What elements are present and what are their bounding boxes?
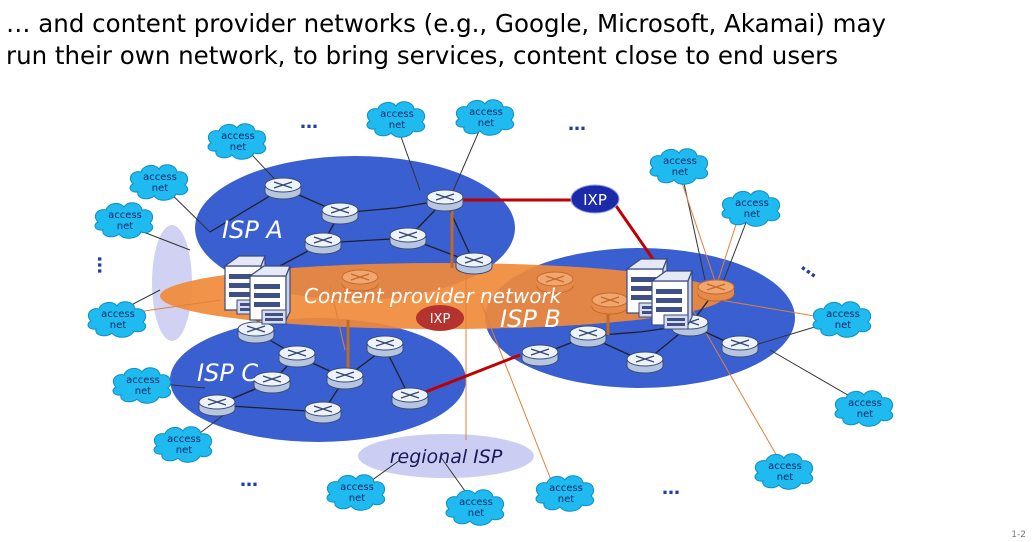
ellipsis: …: [240, 470, 258, 491]
page-number: 1-2: [1011, 530, 1026, 540]
access-net: access net: [129, 164, 189, 201]
access-net: access net: [812, 301, 872, 338]
svg-text:access: access: [469, 107, 503, 118]
access-net: access net: [455, 99, 515, 136]
svg-text:access: access: [459, 497, 493, 508]
router-isp-c-5: [326, 367, 364, 390]
access-net: access net: [366, 101, 426, 138]
svg-text:access: access: [735, 198, 769, 209]
svg-text:access: access: [380, 109, 414, 120]
ixp-top-label: IXP: [583, 191, 607, 209]
content-provider-region: [160, 263, 724, 329]
svg-text:access: access: [826, 309, 860, 320]
svg-text:net: net: [349, 493, 365, 504]
access-net: access net: [112, 367, 172, 404]
regional-isp-label: regional ISP: [390, 446, 503, 468]
svg-text:net: net: [777, 472, 793, 483]
svg-text:net: net: [744, 209, 760, 220]
ellipsis: …: [662, 478, 680, 499]
access-net: access net: [754, 453, 814, 490]
router-content-4: [591, 292, 629, 315]
svg-text:access: access: [340, 482, 374, 493]
router-isp-c-6: [198, 394, 236, 417]
isp-c-label: ISP C: [197, 359, 258, 387]
title-line-1: … and content provider networks (e.g., G…: [6, 9, 886, 38]
server-rack-right-icon: [651, 270, 693, 330]
svg-text:access: access: [549, 483, 583, 494]
svg-text:net: net: [558, 494, 574, 505]
svg-text:net: net: [835, 320, 851, 331]
svg-text:net: net: [176, 445, 192, 456]
access-net: access net: [445, 489, 505, 526]
router-isp-c-4: [253, 371, 291, 394]
lavender-region: [152, 225, 192, 341]
router-isp-b-1: [521, 344, 559, 367]
peering-links: [409, 198, 657, 400]
server-rack-left-icon: [249, 265, 291, 325]
access-net: access net: [87, 301, 147, 338]
router-content-3: [697, 279, 735, 302]
svg-text:access: access: [126, 375, 160, 386]
ellipsis: …: [300, 112, 318, 133]
slide-title: … and content provider networks (e.g., G…: [6, 8, 1030, 72]
svg-text:net: net: [135, 386, 151, 397]
svg-text:net: net: [230, 142, 246, 153]
router-isp-b-4: [721, 335, 759, 358]
svg-text:net: net: [672, 167, 688, 178]
svg-text:net: net: [478, 118, 494, 129]
ixp-middle-label: IXP: [430, 312, 451, 327]
svg-text:access: access: [768, 461, 802, 472]
ixp-middle: [416, 305, 464, 331]
svg-text:access: access: [848, 398, 882, 409]
router-isp-c-1: [237, 321, 275, 344]
router-isp-c-8: [391, 387, 429, 410]
title-line-2: run their own network, to bring services…: [6, 41, 838, 70]
svg-text:access: access: [108, 210, 142, 221]
svg-text:net: net: [152, 183, 168, 194]
access-net: access net: [153, 426, 213, 463]
router-isp-a-6: [455, 252, 493, 275]
access-net: access net: [207, 123, 267, 160]
svg-text:net: net: [857, 409, 873, 420]
access-net: access net: [834, 390, 894, 427]
ixp-top: [570, 184, 620, 214]
router-isp-a-3: [426, 189, 464, 212]
router-isp-a-4: [304, 232, 342, 255]
router-isp-c-3: [366, 335, 404, 358]
orange-links: [109, 164, 839, 491]
svg-text:net: net: [117, 221, 133, 232]
svg-text:net: net: [110, 320, 126, 331]
ellipsis: …: [797, 255, 824, 283]
access-net: access net: [721, 190, 781, 227]
isp-b-label: ISP B: [500, 305, 561, 333]
svg-text:net: net: [468, 508, 484, 519]
ellipsis: …: [93, 256, 114, 274]
svg-text:access: access: [143, 172, 177, 183]
content-provider-label: Content provider network: [304, 284, 563, 308]
svg-text:access: access: [221, 131, 255, 142]
router-isp-a-2: [321, 202, 359, 225]
svg-text:net: net: [389, 120, 405, 131]
router-isp-a-5: [389, 227, 427, 250]
regional-isp-region: [358, 434, 534, 478]
isp-a-label: ISP A: [222, 216, 283, 244]
access-net: access net: [535, 475, 595, 512]
svg-text:access: access: [167, 434, 201, 445]
router-isp-c-7: [304, 401, 342, 424]
access-net: access net: [649, 148, 709, 185]
ellipsis: …: [568, 114, 586, 135]
router-isp-c-2: [278, 345, 316, 368]
svg-text:access: access: [101, 309, 135, 320]
router-isp-a-1: [264, 177, 302, 200]
router-isp-b-5: [626, 351, 664, 374]
access-net: access net: [94, 202, 154, 239]
router-isp-b-2: [569, 325, 607, 348]
svg-text:access: access: [663, 156, 697, 167]
access-net: access net: [326, 474, 386, 511]
